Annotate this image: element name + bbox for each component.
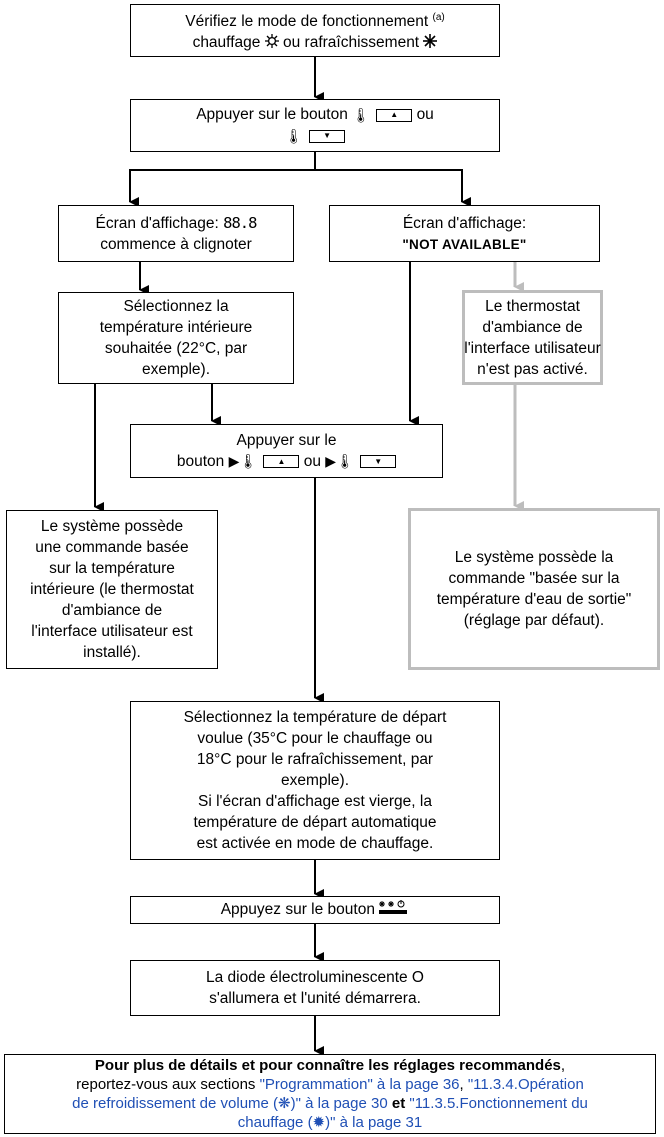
select-departure-line: Sélectionnez la température de départ bbox=[183, 709, 447, 726]
led-text-2: s'allumera et l'unité démarrera. bbox=[209, 990, 421, 1007]
not-activated-box: Le thermostat d'ambiance de l'interface … bbox=[462, 290, 603, 385]
press-button-2-text: Appuyer sur le bbox=[236, 431, 337, 449]
not-activated-line: l'interface utilisateur bbox=[464, 339, 601, 357]
sun-heating-icon bbox=[264, 33, 279, 54]
play-thermometer-icon: ▶🌡 bbox=[325, 453, 354, 470]
details-bold: Pour plus de détails et pour connaître l… bbox=[94, 1057, 561, 1074]
water-control-box: Le système possède la commande "basée su… bbox=[408, 508, 660, 670]
select-departure-line: voulue (35°C pour le chauffage ou bbox=[197, 730, 433, 747]
select-departure-box: Sélectionnez la température de départ vo… bbox=[130, 701, 500, 860]
thermometer-icon: 🌡 bbox=[352, 106, 370, 123]
details-sep: , bbox=[459, 1076, 468, 1093]
footnote-marker: (a) bbox=[432, 12, 445, 24]
screen-label: Écran d'affichage: bbox=[402, 214, 527, 232]
select-departure-line: exemple). bbox=[280, 772, 350, 789]
select-temp-line: Sélectionnez la bbox=[123, 298, 229, 315]
room-control-line: intérieure (le thermostat bbox=[30, 581, 194, 598]
led-text-1: La diode électroluminescente O bbox=[206, 969, 424, 986]
or-label: ou bbox=[416, 106, 434, 124]
link-cooling-1[interactable]: "11.3.4.Opération bbox=[467, 1076, 584, 1093]
up-arrow-key-icon: ▲ bbox=[263, 455, 300, 469]
link-cooling-2[interactable]: de refroidissement de volume (❋)" à la p… bbox=[72, 1095, 388, 1112]
onoff-cool-heat-icon bbox=[379, 899, 409, 921]
not-available-text: "NOT AVAILABLE" bbox=[402, 236, 527, 252]
button-word: bouton bbox=[176, 452, 225, 470]
room-control-line: l'interface utilisateur est bbox=[31, 623, 193, 640]
room-control-line: installé). bbox=[83, 644, 141, 661]
not-activated-line: d'ambiance de bbox=[482, 318, 583, 336]
details-intro: reportez-vous aux sections bbox=[76, 1076, 260, 1093]
check-mode-text: Vérifiez le mode de fonctionnement bbox=[185, 13, 429, 31]
room-control-box: Le système possède une commande basée su… bbox=[6, 510, 218, 669]
screen-label: Écran d'affichage: bbox=[95, 214, 219, 232]
led-box: La diode électroluminescente O s'allumer… bbox=[130, 960, 500, 1016]
press-button-text: Appuyer sur le bouton bbox=[196, 106, 348, 124]
select-temp-line: température intérieure bbox=[99, 319, 253, 336]
arrow-2b bbox=[129, 169, 315, 207]
water-control-line: (réglage par défaut). bbox=[463, 612, 605, 629]
select-departure-line: 18°C pour le rafraîchissement, par bbox=[196, 751, 434, 768]
details-et: et bbox=[387, 1095, 410, 1112]
select-departure-line: est activée en mode de chauffage. bbox=[196, 835, 434, 852]
screen-blink-box: Écran d'affichage: 88.8 commence à clign… bbox=[58, 205, 294, 262]
press-onoff-box: Appuyez sur le bouton bbox=[130, 896, 500, 924]
room-control-line: sur la température bbox=[49, 560, 175, 577]
blink-text: commence à clignoter bbox=[100, 235, 252, 253]
heating-label: chauffage bbox=[192, 34, 261, 52]
display-digits: 88.8 bbox=[223, 213, 257, 232]
play-thermometer-icon: ▶🌡 bbox=[228, 453, 258, 470]
cooling-label: ou rafraîchissement bbox=[283, 34, 420, 52]
press-button-box: Appuyer sur le bouton 🌡 ▲ ou 🌡 ▼ bbox=[130, 99, 500, 152]
press-onoff-text: Appuyez sur le bouton bbox=[220, 901, 375, 919]
room-control-line: d'ambiance de bbox=[61, 602, 163, 619]
link-programmation[interactable]: "Programmation" à la page 36 bbox=[259, 1076, 460, 1093]
up-arrow-key-icon: ▲ bbox=[376, 108, 413, 122]
details-comma: , bbox=[560, 1057, 566, 1074]
select-temp-line: exemple). bbox=[141, 361, 211, 378]
room-control-line: une commande basée bbox=[35, 539, 189, 556]
water-control-line: Le système possède la bbox=[454, 549, 614, 566]
select-temp-box: Sélectionnez la température intérieure s… bbox=[58, 292, 294, 384]
thermometer-icon: 🌡 bbox=[284, 127, 303, 144]
select-departure-line: température de départ automatique bbox=[193, 814, 437, 831]
snowflake-cooling-icon bbox=[423, 33, 438, 54]
press-button-2-box: Appuyer sur le bouton ▶🌡 ▲ ou ▶🌡 ▼ bbox=[130, 424, 443, 478]
not-activated-line: Le thermostat bbox=[485, 297, 580, 315]
down-arrow-key-icon: ▼ bbox=[360, 455, 397, 469]
arrow-2c bbox=[315, 169, 471, 207]
link-heating-2[interactable]: chauffage (✹)" à la page 31 bbox=[237, 1114, 423, 1131]
details-box: Pour plus de détails et pour connaître l… bbox=[4, 1054, 656, 1134]
link-heating-1[interactable]: "11.3.5.Fonctionnement du bbox=[409, 1095, 588, 1112]
select-temp-line: souhaitée (22°C, par bbox=[104, 340, 248, 357]
or-label: ou bbox=[303, 452, 321, 470]
not-activated-line: n'est pas activé. bbox=[477, 360, 588, 378]
screen-na-box: Écran d'affichage: "NOT AVAILABLE" bbox=[329, 205, 600, 262]
select-departure-line: Si l'écran d'affichage est vierge, la bbox=[198, 793, 432, 810]
down-arrow-key-icon: ▼ bbox=[309, 129, 346, 143]
room-control-line: Le système possède bbox=[40, 518, 184, 535]
check-mode-box: Vérifiez le mode de fonctionnement (a) c… bbox=[130, 4, 500, 57]
water-control-line: commande "basée sur la bbox=[448, 570, 620, 587]
water-control-line: température d'eau de sortie" bbox=[436, 591, 632, 608]
